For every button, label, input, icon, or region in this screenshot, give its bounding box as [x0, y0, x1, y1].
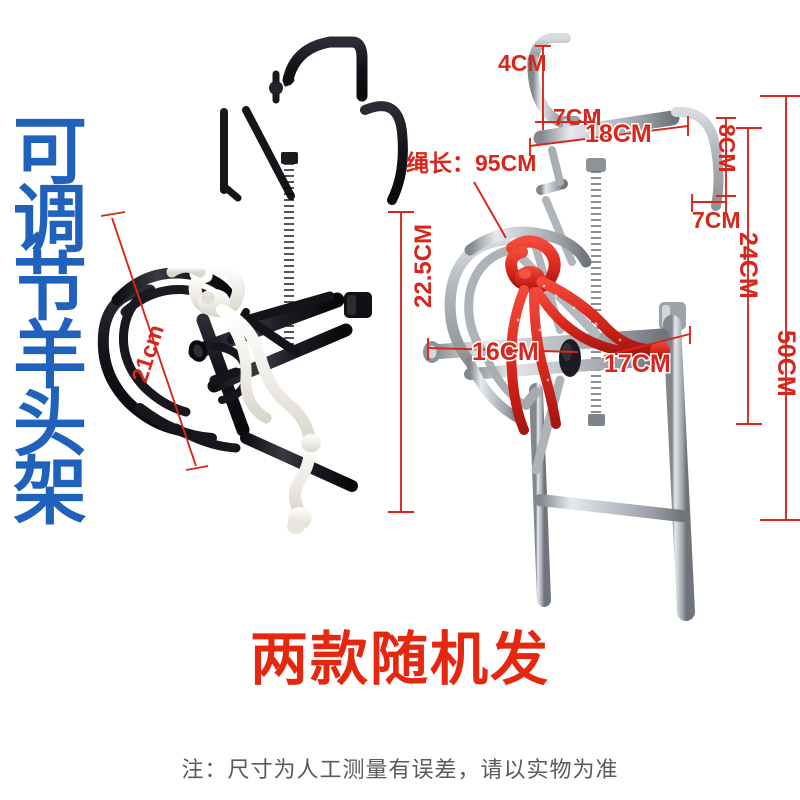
measurement-disclaimer: 注：尺寸为人工测量有误差，请以实物为准 [181, 757, 619, 782]
dimension-label-17cm: 17CM [603, 350, 673, 378]
dimension-label-8cm: 8CM [714, 124, 740, 173]
dimension-label-24cm: 24CM [734, 232, 762, 299]
headline-char-3: 节 [13, 246, 87, 330]
dimension-label-16cm: 16CM [471, 338, 541, 366]
dimension-label-rope-length: 绳长：95CM [406, 150, 537, 176]
headline-char-2: 调 [13, 178, 87, 262]
dimension-label-18cm: 18CM [584, 120, 654, 148]
dimension-label-4cm: 4CM [498, 50, 547, 76]
steel-frame-rope [505, 235, 670, 435]
dimension-label-7cm-side: 7CM [692, 207, 741, 233]
dimension-label-22-5cm: 22.5CM [410, 223, 437, 308]
headline-vertical: 可 调 节 羊 头 架 [6, 110, 94, 534]
steel-frame-product [423, 33, 724, 621]
headline-char-4: 羊 [13, 314, 87, 398]
black-frame-product [97, 36, 408, 558]
dimension-label-50cm: 50CM [772, 330, 800, 397]
headline-char-5: 头 [13, 382, 87, 466]
headline-char-6: 架 [13, 450, 87, 534]
black-frame-rope [166, 261, 321, 534]
promo-banner: 两款随机发 [249, 627, 550, 692]
dimension-label-7cm-top: 7CM [553, 104, 602, 130]
dimension-lines [100, 45, 800, 521]
headline-char-1: 可 [13, 110, 87, 193]
